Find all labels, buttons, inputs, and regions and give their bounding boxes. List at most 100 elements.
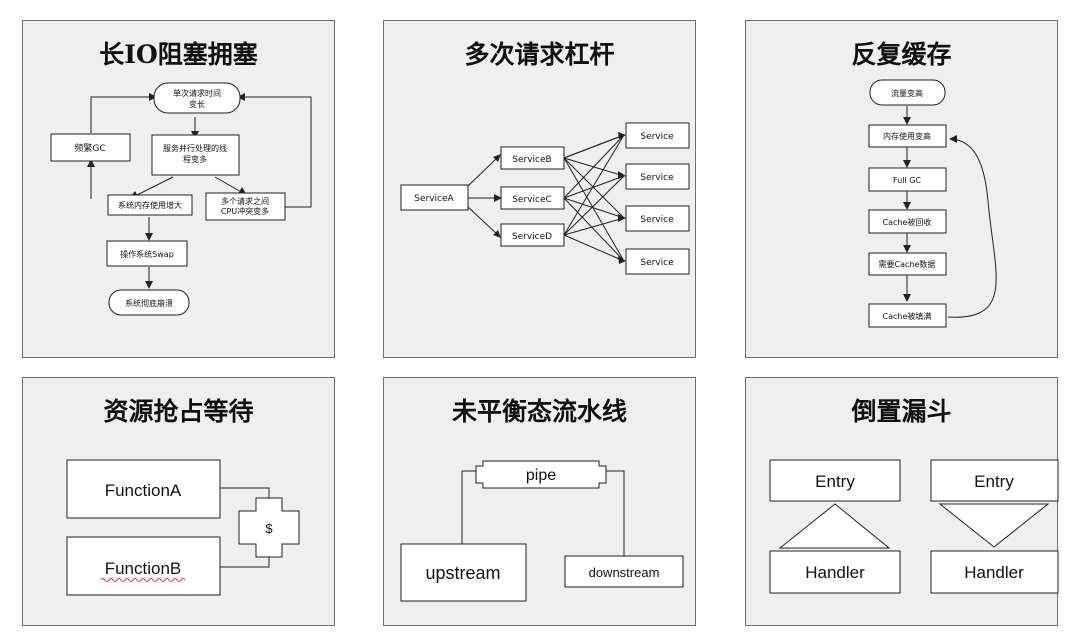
resource-contention-diagram: FunctionA FunctionB $ xyxy=(66,459,300,596)
node-cache-full-label: Cache被填满 xyxy=(883,311,932,321)
arrowhead xyxy=(494,194,502,202)
node-upstream xyxy=(400,543,527,602)
connector xyxy=(467,206,499,236)
node-traffic-up-label: 流量变高 xyxy=(891,88,923,98)
node-service-d xyxy=(500,223,565,247)
node-request-time-line2: 变长 xyxy=(189,99,205,109)
arrowhead xyxy=(87,159,95,167)
node-full-gc-label: Full GC xyxy=(893,176,921,185)
node-downstream-label: downstream xyxy=(589,565,660,580)
arrowhead xyxy=(145,233,153,241)
node-parallel-threads xyxy=(151,134,240,176)
node-memory-up-label: 内存使用变高 xyxy=(883,131,931,141)
panel-unbalanced-pipeline: 未平衡态流水线 pipe upstream downstream xyxy=(383,377,696,626)
node-os-swap-label: 操作系统Swap xyxy=(120,249,174,259)
node-service-1 xyxy=(625,122,690,149)
request-leverage-diagram: ServiceA ServiceB ServiceC ServiceD Serv… xyxy=(400,122,690,275)
node-request-time-line1: 单次请求时间 xyxy=(173,88,221,98)
panel-title: 多次请求杠杆 xyxy=(464,40,615,69)
connector xyxy=(132,176,174,198)
node-cache-evicted-label: Cache被回收 xyxy=(883,217,932,227)
node-handler-right xyxy=(930,550,1059,594)
connector xyxy=(220,487,270,498)
arrowhead xyxy=(618,132,626,139)
node-entry-right-label: Entry xyxy=(974,472,1014,491)
arrowhead xyxy=(903,294,911,302)
node-frequent-gc xyxy=(50,133,131,162)
node-memory-up xyxy=(868,124,947,148)
arrowhead xyxy=(145,281,153,289)
spellcheck-underline xyxy=(100,578,186,582)
node-cache-evicted xyxy=(868,209,947,234)
arrowhead xyxy=(903,202,911,210)
unbalanced-pipeline-diagram: pipe upstream downstream xyxy=(400,460,684,602)
arrowhead xyxy=(903,160,911,168)
arrowhead xyxy=(237,93,245,101)
arrowhead xyxy=(949,135,957,143)
node-function-b xyxy=(66,536,221,596)
panel-request-leverage: 多次请求杠杆 ServiceA ServiceB ServiceC Servic… xyxy=(383,20,696,358)
node-service-c xyxy=(500,186,565,210)
panel-title: 未平衡态流水线 xyxy=(451,397,627,426)
feedback-connector xyxy=(947,138,997,318)
node-function-b-label: FunctionB xyxy=(105,559,182,578)
node-system-crash-label: 系统彻底崩溃 xyxy=(125,298,173,308)
node-service-4-label: Service xyxy=(640,258,674,268)
node-upstream-label: upstream xyxy=(425,563,500,583)
node-service-b-label: ServiceB xyxy=(512,155,551,165)
node-request-time xyxy=(153,82,241,114)
node-cache-full xyxy=(868,303,947,328)
panel-title: 反复缓存 xyxy=(851,40,952,69)
repeated-cache-flowchart: 流量变高 内存使用变高 Full GC Cache被回收 需要Cache数据 C… xyxy=(868,79,997,328)
connector xyxy=(220,556,270,568)
connector xyxy=(241,96,312,208)
node-handler-left xyxy=(769,550,901,594)
arrowhead xyxy=(903,117,911,125)
arrowhead xyxy=(903,245,911,253)
node-service-a-label: ServiceA xyxy=(414,194,454,204)
node-pipe xyxy=(475,460,607,489)
fanout-connectors xyxy=(563,134,625,262)
panel-title: 长IO阻塞拥塞 xyxy=(99,40,258,69)
connector xyxy=(90,96,153,133)
funnel-up-triangle xyxy=(778,503,891,549)
node-memory-increase-label: 系统内存使用增大 xyxy=(118,200,182,210)
node-parallel-threads-line1: 服务并行处理的线 xyxy=(163,143,227,153)
connector xyxy=(461,470,476,544)
arrowhead xyxy=(493,230,501,238)
node-function-a xyxy=(66,459,221,519)
node-service-d-label: ServiceD xyxy=(512,232,552,242)
node-full-gc xyxy=(868,167,947,192)
node-handler-right-label: Handler xyxy=(964,563,1024,582)
node-entry-left-label: Entry xyxy=(815,472,855,491)
node-service-4 xyxy=(625,248,690,275)
inverted-funnel-diagram: Entry Handler Entry Handler xyxy=(769,459,1059,594)
node-cache-needed-label: 需要Cache数据 xyxy=(879,259,936,269)
arrowhead xyxy=(618,214,626,222)
node-service-c-label: ServiceC xyxy=(512,195,552,205)
node-cpu-conflict-line2: CPU冲突变多 xyxy=(221,206,269,216)
node-service-a xyxy=(400,184,469,211)
node-pipe-label: pipe xyxy=(526,467,556,484)
node-parallel-threads-line2: 程变多 xyxy=(183,154,207,164)
arrowhead xyxy=(618,171,626,179)
arrowhead xyxy=(493,154,501,162)
node-shared-resource xyxy=(238,497,300,558)
connector xyxy=(214,176,244,194)
panel-resource-contention: 资源抢占等待 FunctionA FunctionB $ xyxy=(22,377,335,626)
connector xyxy=(467,156,499,187)
node-service-1-label: Service xyxy=(640,132,674,142)
node-traffic-up xyxy=(869,79,946,106)
node-shared-resource-label: $ xyxy=(265,521,273,536)
panel-title: 资源抢占等待 xyxy=(103,397,254,426)
node-entry-right xyxy=(930,459,1059,502)
node-service-2 xyxy=(625,163,690,190)
panel-repeated-cache: 反复缓存 流量变高 内存使用变高 Full GC Cache被回收 需要Cach… xyxy=(745,20,1058,358)
node-service-2-label: Service xyxy=(640,173,674,183)
long-io-flowchart: 单次请求时间 变长 服务并行处理的线 程变多 频繁GC 系统内存使用增大 多个请… xyxy=(50,82,312,316)
node-entry-left xyxy=(769,459,901,502)
node-function-a-label: FunctionA xyxy=(105,481,182,500)
node-system-crash xyxy=(108,289,190,316)
node-service-3 xyxy=(625,205,690,232)
node-service-3-label: Service xyxy=(640,215,674,225)
